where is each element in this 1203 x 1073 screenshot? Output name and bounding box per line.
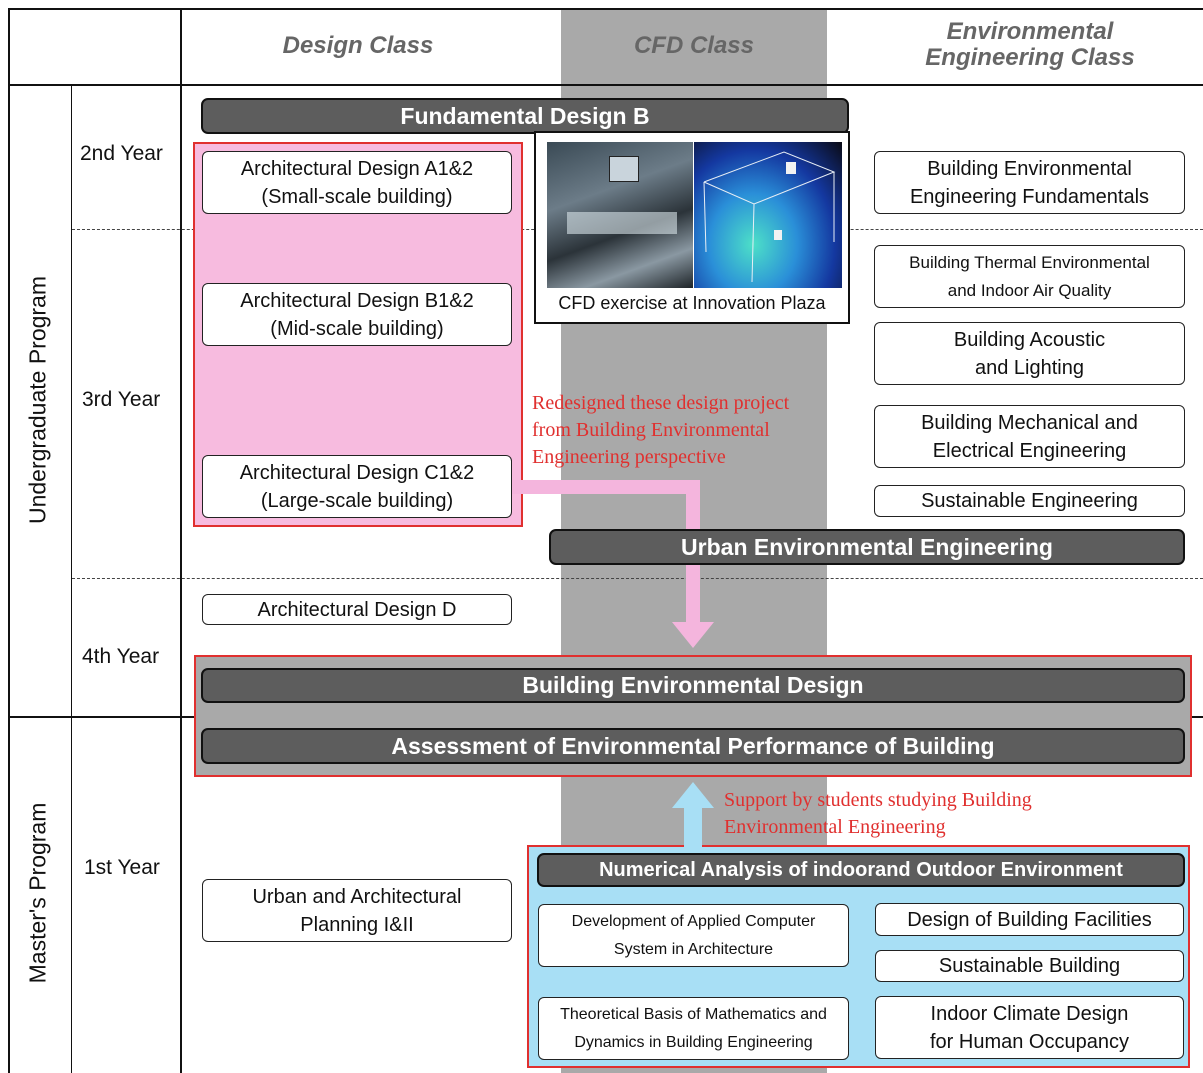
top-border [8,8,1203,10]
label-column-divider [180,8,182,1073]
urban-env-engineering-bar: Urban Environmental Engineering [549,529,1185,565]
year-column-divider [71,86,72,1073]
env-fundamentals-box: Building Environmental Engineering Funda… [874,151,1185,214]
env-class-header: Environmental Engineering Class [925,18,1135,71]
classroom-photo [547,142,693,288]
simulation-wireframe [703,151,836,283]
header-divider [8,84,1203,86]
cfd-class-header: CFD Class [633,32,755,59]
architectural-design-a-box: Architectural Design A1&2 (Small-scale b… [202,151,512,214]
fundamental-design-bar: Fundamental Design B [201,98,849,134]
left-border [8,8,10,1073]
year-3rd-label: 3rd Year [82,388,161,411]
sustainable-building-box: Sustainable Building [875,950,1184,982]
building-env-design-bar: Building Environmental Design [201,668,1185,703]
redesign-annotation: Redesigned these design project from Bui… [532,392,790,468]
numerical-analysis-bar: Numerical Analysis of indoorand Outdoor … [537,853,1185,887]
cfd-photo-caption: CFD exercise at Innovation Plaza [558,293,826,313]
theoretical-basis-box: Theoretical Basis of Mathematics and Dyn… [538,997,849,1060]
building-facilities-box: Design of Building Facilities [875,903,1184,936]
year-divider-3-4 [72,578,1203,579]
mechanical-electrical-box: Building Mechanical and Electrical Engin… [874,405,1185,468]
projector-screen [609,156,639,182]
architectural-design-b-box: Architectural Design B1&2 (Mid-scale bui… [202,283,512,346]
year-master-1st-label: 1st Year [84,856,160,879]
architectural-design-c-box: Architectural Design C1&2 (Large-scale b… [202,455,512,518]
year-4th-label: 4th Year [82,645,160,668]
sustainable-engineering-box: Sustainable Engineering [874,485,1185,517]
support-annotation: Support by students studying Building En… [724,789,1032,838]
cfd-simulation-image [694,142,842,288]
cfd-photo-panel: CFD exercise at Innovation Plaza [534,131,850,324]
assessment-bar: Assessment of Environmental Performance … [201,728,1185,764]
acoustic-lighting-box: Building Acoustic and Lighting [874,322,1185,385]
architectural-design-d-box: Architectural Design D [202,594,512,625]
indoor-climate-box: Indoor Climate Design for Human Occupanc… [875,996,1184,1059]
design-class-header: Design Class [282,32,434,59]
urban-architectural-planning-box: Urban and Architectural Planning I&II [202,879,512,942]
dev-applied-computer-box: Development of Applied Computer System i… [538,904,849,967]
desk-row [567,212,677,234]
thermal-env-box: Building Thermal Environmental and Indoo… [874,245,1185,308]
year-2nd-label: 2nd Year [80,142,163,165]
